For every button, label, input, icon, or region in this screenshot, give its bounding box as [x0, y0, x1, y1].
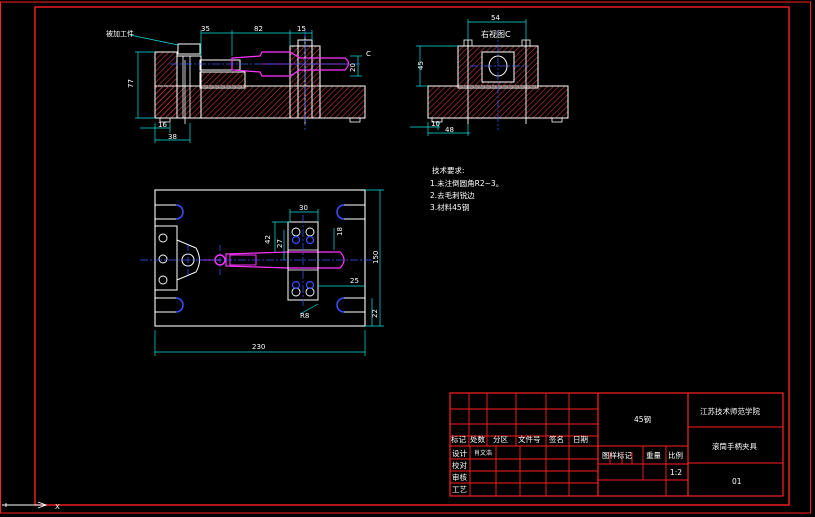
dim-15: 15	[297, 25, 306, 33]
dim-radius: R8	[300, 312, 309, 320]
title-weight: 重量	[646, 451, 661, 460]
tech-item-2: 2.去毛刺锐边	[430, 190, 475, 200]
side-view-dim-text: 54 右视图C 45 10 48	[417, 14, 511, 134]
label-workpiece: 被加工件	[106, 29, 134, 38]
dim-25: 25	[350, 277, 359, 285]
dim-22: 22	[371, 309, 379, 318]
dim-150: 150	[372, 251, 380, 264]
dim-77: 77	[127, 79, 135, 88]
tech-item-1: 1.未注倒圆角R2~3。	[430, 178, 503, 188]
dim-82: 82	[254, 25, 263, 33]
header-cell-mark: 标记	[451, 434, 466, 444]
ucs-x-label: X	[55, 503, 60, 511]
tech-requirements: 技术要求: 1.未注倒圆角R2~3。 2.去毛刺锐边 3.材料45钢	[430, 165, 503, 212]
side-view-dimensions	[410, 19, 527, 136]
title-drawing-name: 滚筒手柄夹具	[712, 441, 757, 451]
header-cell-date: 日期	[573, 435, 588, 444]
title-ratio: 比例	[668, 450, 683, 460]
title-block	[449, 392, 784, 497]
title-material: 45钢	[634, 414, 651, 424]
dim-45: 45	[417, 61, 425, 70]
side-view	[427, 30, 569, 130]
header-cell-count: 处数	[470, 434, 485, 444]
top-view	[140, 189, 372, 327]
dim-38: 38	[168, 133, 177, 141]
header-cell-docno: 文件号	[518, 434, 541, 444]
dim-30: 30	[299, 204, 308, 212]
top-view-dim-text: 30 42 27 18 150 25 22 230 R8	[252, 204, 380, 351]
front-view-dimensions	[129, 30, 362, 143]
header-cell-zone: 分区	[493, 435, 508, 444]
title-stage-mark: 图样标记	[602, 450, 632, 460]
designer-name: 肖文浩	[474, 449, 492, 457]
role-check: 校对	[452, 460, 467, 470]
dim-27: 27	[276, 239, 284, 248]
title-block-text: 45钢 江苏技术师范学院 滚筒手柄夹具 01 1:2 图样标记 重量 比例 标记…	[451, 406, 760, 494]
header-cell-sign: 签名	[549, 434, 564, 444]
ucs-icon	[2, 501, 48, 509]
section-mark-c: C	[366, 50, 371, 58]
dim-54: 54	[491, 14, 500, 22]
role-review: 审核	[452, 472, 467, 482]
front-view	[154, 30, 366, 130]
dim-18: 18	[336, 227, 344, 236]
dim-35: 35	[201, 25, 210, 33]
title-school: 江苏技术师范学院	[700, 406, 760, 416]
dim-230: 230	[252, 343, 265, 351]
dim-48: 48	[445, 126, 454, 134]
dim-10: 10	[431, 120, 440, 128]
front-view-dim-text: 35 82 15 77 16 38 20 C 被加工件	[106, 25, 371, 141]
tech-title: 技术要求:	[432, 165, 465, 175]
dim-42: 42	[264, 235, 272, 244]
tech-item-3: 3.材料45钢	[430, 202, 469, 212]
dim-20: 20	[349, 63, 357, 72]
title-drawing-no: 01	[732, 477, 742, 486]
top-view-dimensions	[154, 189, 384, 356]
role-process: 工艺	[452, 485, 467, 494]
role-design: 设计	[452, 448, 467, 458]
dim-16: 16	[158, 121, 167, 129]
side-view-label: 右视图C	[481, 29, 511, 39]
title-scale: 1:2	[670, 468, 682, 477]
